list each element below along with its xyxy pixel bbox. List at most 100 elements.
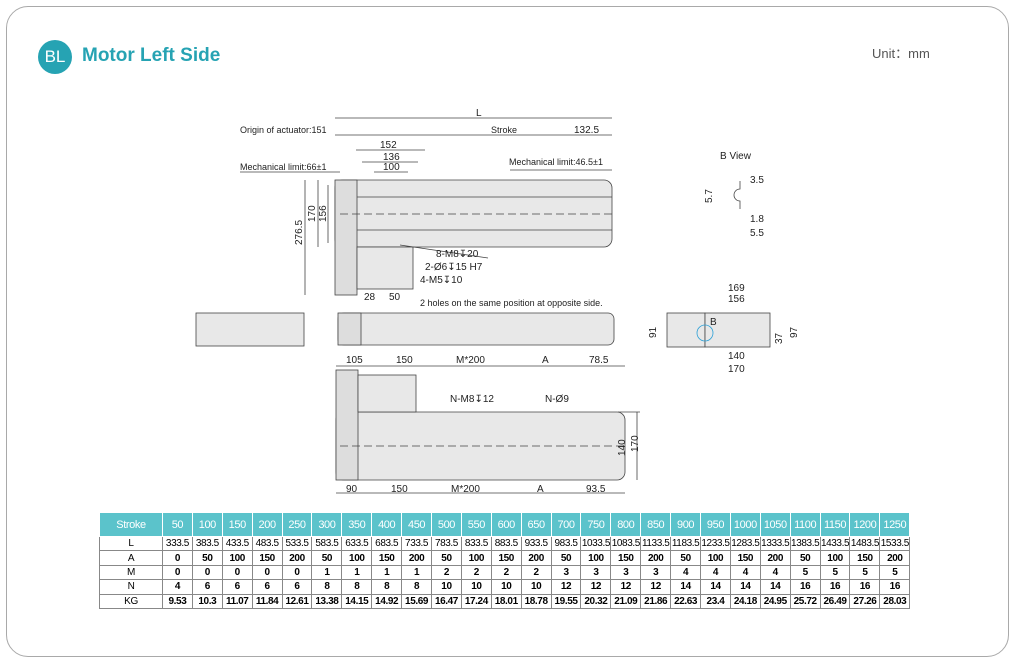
svg-text:169: 169 [728, 283, 745, 294]
table-cell: 9.53 [162, 593, 193, 609]
table-cell: 783.5 [431, 535, 462, 552]
table-cell: 14.92 [371, 593, 403, 609]
table-cell: 4 [759, 564, 791, 581]
b-view-detail: B View 3.5 5.7 1.8 5.5 [704, 151, 764, 239]
table-cell: 24.95 [759, 593, 791, 609]
stroke-column-header: 100 [191, 512, 223, 537]
svg-text:3.5: 3.5 [750, 175, 764, 186]
table-cell: 150 [490, 550, 522, 566]
row-label: N [99, 579, 163, 595]
page-frame [6, 6, 1009, 657]
stroke-column-header: 950 [700, 512, 731, 537]
unit-label: Unit：mm [872, 46, 930, 61]
table-cell: 6 [221, 579, 253, 595]
table-cell: 17.24 [460, 593, 492, 609]
table-cell: 5 [819, 564, 851, 581]
svg-text:90: 90 [346, 484, 358, 495]
stroke-column-header: 450 [401, 512, 433, 537]
stroke-column-header: 400 [371, 512, 403, 537]
table-cell: 12 [550, 579, 582, 595]
table-cell: 8 [341, 579, 373, 595]
table-cell: 633.5 [341, 535, 373, 552]
table-cell: 5 [879, 564, 911, 581]
table-cell: 383.5 [191, 535, 223, 552]
svg-text:152: 152 [380, 140, 397, 151]
stroke-column-header: 500 [431, 512, 462, 537]
table-cell: 150 [729, 550, 761, 566]
bottom-view: 105 150 M*200 A 78.5 N-M8↧12 N-Ø9 140 17… [335, 355, 641, 495]
svg-text:2 holes on the same position a: 2 holes on the same position at opposite… [420, 298, 603, 308]
svg-text:5.5: 5.5 [750, 228, 764, 239]
table-cell: 1 [341, 564, 373, 581]
table-cell: 21.86 [640, 593, 672, 609]
svg-text:170: 170 [728, 364, 745, 375]
svg-text:105: 105 [346, 355, 363, 366]
stroke-column-header: 1000 [729, 512, 761, 537]
table-cell: 4 [729, 564, 761, 581]
table-cell: 50 [789, 550, 821, 566]
table-cell: 15.69 [401, 593, 433, 609]
table-cell: 8 [371, 579, 403, 595]
table-cell: 50 [431, 550, 462, 566]
svg-text:L: L [476, 108, 482, 119]
table-cell: 0 [162, 564, 193, 581]
svg-text:5.7: 5.7 [704, 189, 715, 203]
svg-text:A: A [537, 484, 544, 495]
table-cell: 0 [221, 564, 253, 581]
table-cell: 12 [580, 579, 612, 595]
stroke-column-header: 900 [670, 512, 702, 537]
svg-text:M*200: M*200 [456, 355, 485, 366]
table-cell: 13.38 [311, 593, 343, 609]
svg-text:150: 150 [396, 355, 413, 366]
row-label: KG [99, 593, 163, 609]
table-cell: 10 [431, 579, 462, 595]
row-label: A [99, 550, 163, 566]
table-cell: 50 [550, 550, 582, 566]
end-view: B 169 156 91 97 37 140 170 [648, 283, 800, 375]
svg-text:132.5: 132.5 [574, 125, 599, 136]
top-view: L Origin of actuator:151 Stroke 132.5 15… [240, 108, 613, 296]
table-cell: 1183.5 [670, 535, 702, 552]
stroke-column-header: 750 [580, 512, 612, 537]
table-cell: 4 [700, 564, 731, 581]
table-cell: 3 [550, 564, 582, 581]
svg-text:2-Ø6↧15 H7: 2-Ø6↧15 H7 [425, 262, 483, 273]
table-cell: 1083.5 [610, 535, 642, 552]
svg-text:37: 37 [774, 332, 785, 344]
stroke-column-header: 150 [221, 512, 253, 537]
table-cell: 5 [849, 564, 881, 581]
table-cell: 933.5 [520, 535, 552, 552]
table-cell: 50 [670, 550, 702, 566]
table-cell: 4 [670, 564, 702, 581]
table-cell: 5 [789, 564, 821, 581]
table-cell: 1033.5 [580, 535, 612, 552]
table-cell: 27.26 [849, 593, 881, 609]
table-cell: 14.15 [341, 593, 373, 609]
svg-text:Mechanical limit:66±1: Mechanical limit:66±1 [240, 162, 326, 172]
table-cell: 22.63 [670, 593, 702, 609]
svg-text:8-M8↧20: 8-M8↧20 [436, 249, 479, 260]
table-cell: 14 [700, 579, 731, 595]
table-cell: 150 [849, 550, 881, 566]
stroke-column-header: 1050 [759, 512, 791, 537]
table-cell: 16 [879, 579, 911, 595]
svg-text:A: A [542, 355, 549, 366]
table-cell: 150 [610, 550, 642, 566]
table-cell: 833.5 [460, 535, 492, 552]
svg-text:97: 97 [789, 326, 800, 338]
table-cell: 20.32 [580, 593, 612, 609]
table-cell: 16 [789, 579, 821, 595]
table-cell: 25.72 [789, 593, 821, 609]
svg-text:136: 136 [383, 152, 400, 163]
table-cell: 200 [640, 550, 672, 566]
table-cell: 100 [819, 550, 851, 566]
svg-text:91: 91 [648, 326, 659, 338]
stroke-column-header: 600 [490, 512, 522, 537]
svg-text:78.5: 78.5 [589, 355, 609, 366]
stroke-column-header: 550 [460, 512, 492, 537]
table-cell: 1333.5 [759, 535, 791, 552]
table-cell: 100 [460, 550, 492, 566]
